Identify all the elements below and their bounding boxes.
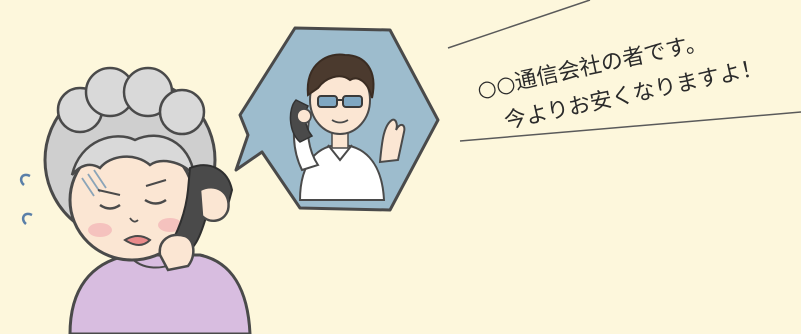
elderly-woman	[43, 66, 252, 334]
sunglasses-icon	[317, 95, 363, 108]
woman-hair-curl	[158, 88, 206, 136]
sweat-drop-icon	[19, 173, 33, 225]
woman-mouth	[123, 235, 152, 246]
woman-brow-right	[145, 179, 167, 187]
man-caller	[289, 53, 406, 201]
caption-bottom-line	[459, 111, 801, 142]
woman-brow-left	[97, 189, 121, 196]
worry-lines	[81, 169, 107, 197]
woman-cheek-left	[88, 223, 112, 237]
caption-top-line	[447, 0, 591, 49]
woman-cheek-right	[158, 218, 182, 232]
phone-caller-bubble	[234, 26, 440, 212]
woman-fringe	[70, 134, 196, 179]
man-collar	[327, 144, 353, 162]
man-raised-hand	[378, 118, 406, 164]
man-mouth	[331, 119, 349, 124]
caption-lines	[447, 0, 801, 142]
woman-nose	[129, 217, 139, 223]
man-hair	[306, 53, 375, 99]
woman-hand-lower	[158, 233, 195, 272]
speech-caption: ○○通信会社の者です。 今よりお安くなりますよ！	[475, 30, 765, 134]
woman-eye-left	[99, 203, 121, 210]
woman-hand-upper	[198, 185, 230, 223]
woman-eye-right	[144, 198, 167, 205]
man-hand	[296, 108, 312, 124]
woman-cardigan	[68, 253, 252, 334]
